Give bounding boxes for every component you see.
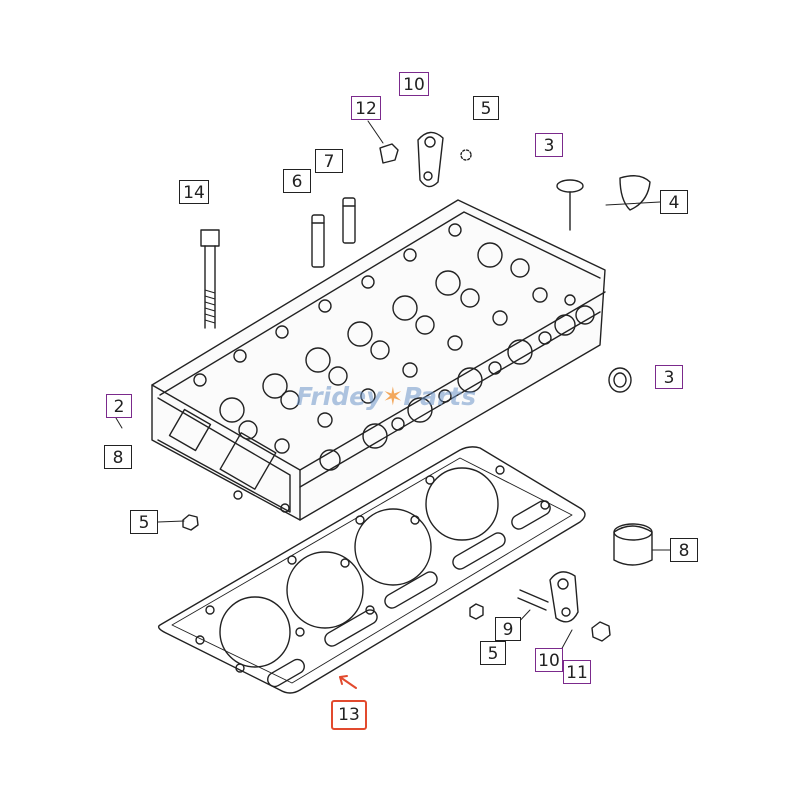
arrow-to-gasket xyxy=(339,675,357,689)
callout-5-left: 5 xyxy=(130,510,158,534)
callout-14: 14 xyxy=(179,180,209,204)
head-bolt xyxy=(200,229,220,329)
callout-8-left: 8 xyxy=(104,445,132,469)
callout-10-bottom: 10 xyxy=(535,648,563,672)
callout-8-right: 8 xyxy=(670,538,698,562)
watermark-text-right: Parts xyxy=(403,382,477,411)
callout-11: 11 xyxy=(563,660,591,684)
callout-3-right: 3 xyxy=(655,365,683,389)
callout-4: 4 xyxy=(660,190,688,214)
callout-10-top: 10 xyxy=(399,72,429,96)
callout-3-top: 3 xyxy=(535,133,563,157)
callout-9: 9 xyxy=(495,617,521,641)
watermark: Fridey✶Parts xyxy=(296,382,476,411)
callout-2: 2 xyxy=(106,394,132,418)
callout-5-top: 5 xyxy=(473,96,499,120)
callout-6: 6 xyxy=(283,169,311,193)
callout-12: 12 xyxy=(351,96,381,120)
callout-7: 7 xyxy=(315,149,343,173)
watermark-star-icon: ✶ xyxy=(382,382,404,411)
valve-guides xyxy=(311,197,356,268)
watermark-text-left: Fridey xyxy=(296,382,383,411)
callout-5-bottom: 5 xyxy=(480,641,506,665)
cylinder-head xyxy=(151,199,606,521)
callout-13-highlighted: 13 xyxy=(331,700,367,730)
head-gasket xyxy=(157,446,586,694)
leader-lines xyxy=(115,120,671,653)
small-parts xyxy=(182,131,653,642)
